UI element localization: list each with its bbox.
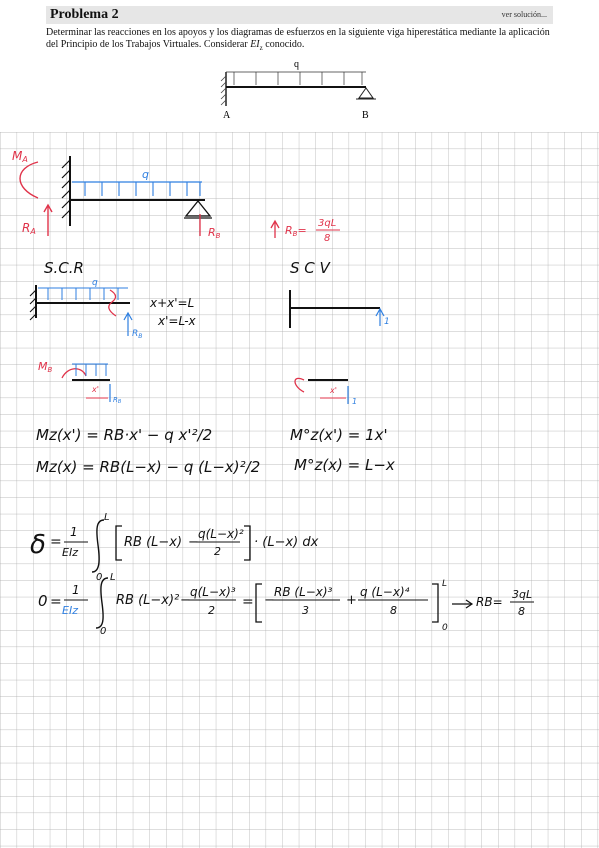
virtual-moment-eq-1: M°z(x') = 1x' — [290, 426, 388, 444]
svg-text:q(L−x)²: q(L−x)² — [198, 527, 244, 541]
structure-diagram: q MA RA RB — [12, 149, 221, 240]
solution-link[interactable]: ver solución... — [501, 10, 547, 19]
scr-diagram: q RB — [29, 278, 142, 340]
svg-text:8: 8 — [518, 605, 525, 618]
svg-text:RB (L−x)³: RB (L−x)³ — [274, 585, 333, 599]
handwritten-solution: q MA RA RB RB= 3qL 8 S.C.R q — [0, 132, 599, 848]
svg-text:RB=: RB= — [476, 595, 503, 609]
svg-text:2: 2 — [208, 604, 215, 617]
rb-result-top: RB= 3qL 8 — [270, 218, 340, 244]
svg-text:RB: RB — [132, 329, 142, 340]
segment-scr: MB RB x' — [38, 360, 122, 405]
svg-text:· (L−x) dx: · (L−x) dx — [254, 535, 319, 550]
svg-text:RA: RA — [22, 221, 36, 236]
svg-text:q: q — [92, 278, 98, 288]
rb-label: R — [208, 226, 216, 239]
svg-text:+: + — [346, 593, 357, 608]
svg-text:RB (L−x)²: RB (L−x)² — [116, 593, 179, 608]
problem-title: Problema 2 — [50, 7, 119, 22]
svg-text:0: 0 — [100, 626, 106, 637]
svg-text:x': x' — [329, 386, 337, 395]
svg-text:RB=: RB= — [285, 224, 307, 238]
svg-text:3qL: 3qL — [318, 218, 336, 229]
svg-text:q (L−x)⁴: q (L−x)⁴ — [360, 585, 410, 599]
svg-text:RB: RB — [113, 396, 122, 405]
svg-text:−: − — [180, 593, 191, 608]
svg-text:1: 1 — [70, 525, 78, 539]
moment-eq-1: Mz(x') = RB·x' − q x'²/2 — [36, 426, 212, 444]
load-label: q — [294, 59, 299, 70]
title-bar: Problema 2 ver solución... — [46, 6, 553, 24]
statement-text: Determinar las reacciones en los apoyos … — [46, 27, 550, 50]
svg-text:−: − — [264, 593, 275, 608]
svg-text:x': x' — [91, 385, 99, 394]
graph-paper-grid — [0, 132, 599, 848]
svg-text:8: 8 — [324, 233, 330, 244]
svg-text:=: = — [242, 594, 254, 610]
svg-text:EIz: EIz — [62, 604, 78, 617]
problem-header: Problema 2 ver solución... Determinar la… — [0, 0, 599, 132]
svg-text:L: L — [442, 579, 447, 589]
q-label: q — [142, 168, 149, 181]
x-relation-2: x'=L-x — [157, 314, 197, 328]
svg-text:8: 8 — [390, 604, 397, 617]
problem-statement: Determinar las reacciones en los apoyos … — [46, 27, 558, 54]
svg-text:3: 3 — [302, 604, 309, 617]
svg-text:L: L — [104, 512, 110, 523]
scv-label: S C V — [290, 259, 332, 277]
svg-text:MB: MB — [38, 360, 53, 374]
label-a: A — [223, 110, 231, 121]
segment-scv: 1 x' — [294, 377, 357, 406]
svg-text:δ: δ — [30, 530, 46, 560]
svg-text:RB (L−x): RB (L−x) — [124, 535, 182, 550]
wall-hatch — [220, 75, 227, 106]
svg-text:1: 1 — [72, 583, 80, 597]
statement-ei: EI — [250, 39, 260, 50]
svg-text:3qL: 3qL — [512, 588, 532, 601]
svg-text:q(L−x)³: q(L−x)³ — [190, 585, 236, 599]
ma-label: M — [12, 149, 23, 163]
scr-label: S.C.R — [44, 259, 84, 277]
svg-text:1: 1 — [352, 397, 357, 406]
svg-text:=: = — [50, 594, 62, 610]
statement-end: conocido. — [262, 39, 305, 50]
virtual-moment-eq-2: M°z(x) = L−x — [294, 456, 395, 474]
svg-text:MA: MA — [12, 149, 28, 164]
x-relation-1: x+x'=L — [149, 296, 194, 310]
label-b: B — [362, 110, 369, 121]
svg-text:1: 1 — [384, 317, 390, 327]
ra-label: R — [22, 221, 30, 235]
svg-text:=: = — [50, 534, 62, 550]
svg-text:L: L — [110, 572, 116, 583]
scv-diagram: 1 — [289, 290, 390, 328]
moment-eq-2: Mz(x) = RB(L−x) − q (L−x)²/2 — [36, 458, 260, 476]
svg-text:0: 0 — [38, 592, 48, 610]
svg-text:0: 0 — [442, 623, 448, 633]
svg-text:−: − — [188, 535, 199, 550]
zero-equation: 0 = 1 EIz L 0 RB (L−x)² − q(L−x)³ 2 = − … — [38, 572, 534, 637]
svg-text:EIz: EIz — [62, 546, 78, 559]
pin-support-b — [358, 87, 374, 99]
delta-equation: δ = 1 EIz L 0 RB (L−x) − q(L−x)² 2 · (L−… — [30, 512, 319, 583]
statement-sub: z — [259, 44, 263, 52]
svg-text:RB: RB — [208, 226, 221, 240]
svg-text:0: 0 — [96, 572, 102, 583]
beam-figure: q A B — [220, 59, 376, 121]
load-arrows — [233, 72, 363, 85]
svg-text:2: 2 — [214, 545, 221, 558]
